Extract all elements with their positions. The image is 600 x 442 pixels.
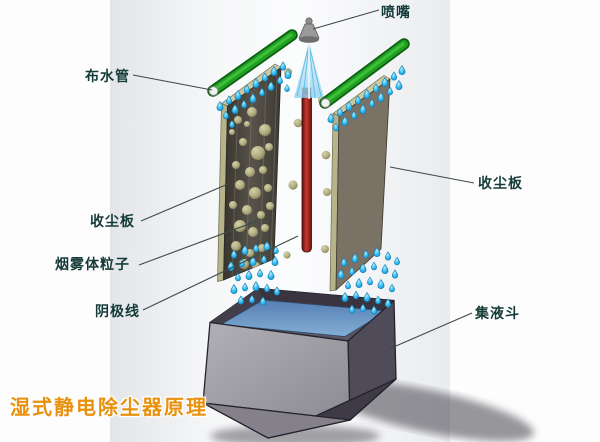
label-liquid-hopper: 集液斗 bbox=[475, 306, 520, 322]
pipe-open-end bbox=[320, 98, 331, 108]
collection-hopper bbox=[202, 287, 397, 439]
label-collecting-plate-right: 收尘板 bbox=[478, 176, 523, 192]
hopper-inner-back-wall bbox=[258, 288, 394, 311]
label-collecting-plate-left: 收尘板 bbox=[90, 214, 135, 230]
leader-nozzle bbox=[312, 9, 380, 30]
hopper-inner-left-wall bbox=[210, 288, 263, 325]
collecting-plate-right bbox=[329, 75, 391, 292]
leader-plate-left bbox=[140, 183, 229, 222]
pipe-open-end bbox=[208, 86, 219, 96]
label-water-pipe: 布水管 bbox=[85, 69, 130, 85]
label-nozzle: 喷嘴 bbox=[381, 5, 411, 21]
leader-cathode bbox=[142, 235, 299, 311]
leader-smoke bbox=[138, 220, 258, 266]
water-pipe-left bbox=[207, 29, 298, 97]
hopper-water-surface bbox=[220, 299, 388, 337]
water-pipe-right bbox=[319, 38, 410, 109]
label-smoke-particles: 烟雾体粒子 bbox=[55, 257, 130, 273]
label-cathode-wire: 阴极线 bbox=[95, 304, 140, 320]
leader-hopper bbox=[388, 312, 473, 350]
leader-lines bbox=[132, 9, 475, 350]
spray-fan-icon bbox=[294, 42, 324, 99]
diagram-title: 湿式静电除尘器原理 bbox=[10, 395, 208, 419]
spray-nozzle bbox=[298, 17, 320, 43]
hopper-funnel-front bbox=[202, 402, 351, 439]
cathode-wire-rod bbox=[301, 87, 312, 253]
plate-right-front-face bbox=[335, 78, 391, 291]
leader-plate-right bbox=[389, 166, 475, 184]
leader-water-pipe bbox=[132, 74, 213, 91]
